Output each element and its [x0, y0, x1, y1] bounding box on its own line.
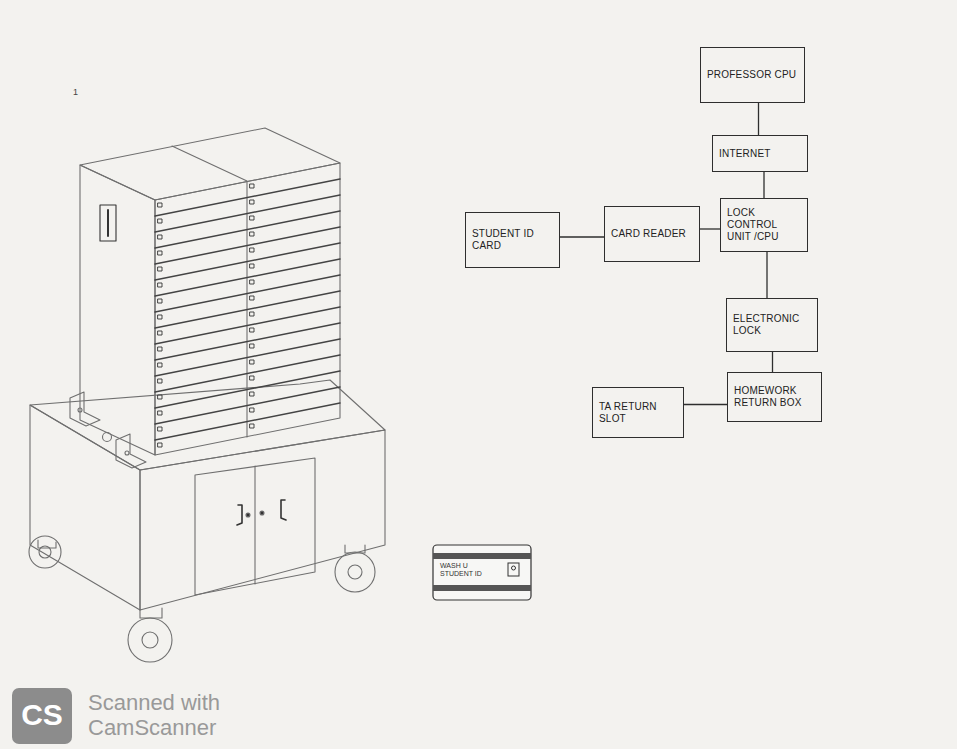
connector-line	[766, 252, 767, 298]
process-box: PROFESSOR CPU	[700, 47, 805, 103]
cart-top	[30, 380, 385, 470]
connector-line	[763, 172, 764, 198]
wheel	[335, 552, 375, 592]
box-label: ELECTRONIC LOCK	[733, 313, 811, 337]
page-number: 1	[73, 88, 93, 98]
wheel	[29, 536, 61, 568]
tower-front	[155, 163, 340, 455]
connector-line	[700, 228, 720, 229]
card-photo-head	[512, 566, 516, 570]
bolt	[125, 451, 129, 455]
box-label: CARD READER	[611, 228, 693, 240]
wheel	[128, 618, 172, 662]
process-box: ELECTRONIC LOCK	[726, 298, 818, 352]
drawer-locks	[158, 184, 254, 447]
door-knob	[260, 511, 264, 515]
watermark-logo-text: CS	[12, 697, 72, 733]
door-handle	[237, 505, 242, 525]
connector-line	[560, 236, 604, 237]
card-photo	[508, 563, 519, 576]
card-text: WASH U STUDENT ID	[440, 562, 490, 579]
watermark: Scanned with CamScanner	[88, 690, 258, 741]
card-stripe	[433, 553, 531, 559]
tower-side	[80, 165, 155, 455]
cart-side	[30, 405, 140, 610]
door-knob	[246, 513, 250, 517]
cart-front	[140, 430, 385, 610]
process-box: INTERNET	[712, 135, 808, 172]
wheel-hub	[348, 565, 362, 579]
process-box: TA RETURN SLOT	[592, 387, 684, 438]
card-slot	[107, 210, 109, 236]
cart-doors	[195, 458, 315, 595]
wheel-fork	[140, 608, 162, 618]
box-label: TA RETURN SLOT	[599, 401, 677, 425]
mount-bracket	[116, 434, 146, 468]
mount-bracket	[70, 392, 100, 426]
tower-top-split	[172, 146, 247, 181]
wheel-hub	[142, 632, 158, 648]
drawer-lines	[155, 179, 340, 440]
box-label: STUDENT ID CARD	[472, 228, 553, 252]
connector-line	[684, 404, 727, 405]
box-label: HOMEWORK RETURN BOX	[734, 385, 815, 409]
process-box: HOMEWORK RETURN BOX	[727, 372, 822, 422]
card-reader-symbol	[100, 205, 116, 241]
box-label: INTERNET	[719, 148, 801, 160]
process-box: CARD READER	[604, 206, 700, 262]
wheel-hub	[39, 546, 51, 558]
door-split	[254, 466, 255, 584]
connector-line	[772, 352, 773, 372]
door-handle	[281, 500, 286, 520]
connector-line	[758, 103, 759, 135]
process-box: LOCK CONTROL UNIT /CPU	[720, 198, 808, 252]
card-stripe	[433, 585, 531, 591]
bolt	[78, 408, 82, 412]
watermark-logo	[12, 688, 72, 744]
knob	[103, 433, 112, 442]
process-box: STUDENT ID CARD	[465, 212, 560, 268]
box-label: PROFESSOR CPU	[707, 69, 798, 81]
id-card	[433, 545, 531, 600]
box-label: LOCK CONTROL UNIT /CPU	[727, 207, 801, 243]
